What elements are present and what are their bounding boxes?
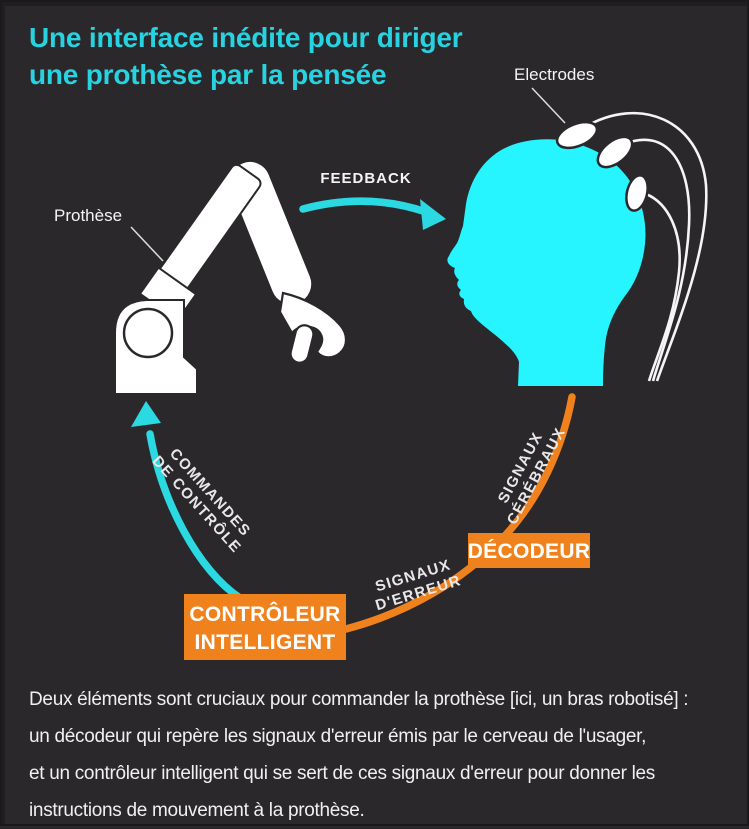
caption-paragraph: Deux éléments sont cruciaux pour command… xyxy=(29,681,734,829)
electrode-icon-3 xyxy=(625,174,649,212)
decoder-box xyxy=(468,533,590,568)
infographic-title: Une interface inédite pour diriger une p… xyxy=(29,19,463,93)
electrodes-label: Electrodes xyxy=(514,65,594,84)
controller-label-line-1: CONTRÔLEUR xyxy=(189,602,340,626)
title-line-1: Une interface inédite pour diriger xyxy=(29,22,463,53)
title-line-2: une prothèse par la pensée xyxy=(29,59,387,90)
caption-line-3: et un contrôleur intelligent qui se sert… xyxy=(29,763,656,784)
robot-base-joint xyxy=(122,307,174,359)
control-command-arc xyxy=(146,430,244,602)
decoder-label: DÉCODEUR xyxy=(468,540,591,563)
feedback-arrow xyxy=(299,197,430,216)
feedback-arrowhead xyxy=(420,199,446,230)
electrode-icon-2 xyxy=(596,135,634,169)
control-command-arrowhead xyxy=(131,401,161,427)
robotic-arm xyxy=(114,160,348,395)
head-silhouette xyxy=(447,139,646,386)
prosthesis-label: Prothèse xyxy=(54,206,122,225)
electrode-wire-2 xyxy=(621,138,691,382)
robot-thumb xyxy=(289,324,315,364)
electrodes-pointer-line xyxy=(531,87,566,124)
controller-box xyxy=(184,594,346,660)
robot-hand xyxy=(278,291,348,359)
controller-label-line-2: INTELLIGENT xyxy=(195,631,336,654)
feedback-label: FEEDBACK xyxy=(320,170,411,187)
prosthesis-pointer-line xyxy=(130,226,164,262)
electrode-wire-1 xyxy=(584,111,708,382)
electrode-icon-1 xyxy=(555,120,599,150)
caption-line-1: Deux éléments sont cruciaux pour command… xyxy=(29,689,689,710)
caption-line-4: instructions de mouvement à la prothèse. xyxy=(29,800,365,821)
electrode-wire-3 xyxy=(645,192,681,382)
caption-line-2: un décodeur qui repère les signaux d'err… xyxy=(29,726,647,747)
